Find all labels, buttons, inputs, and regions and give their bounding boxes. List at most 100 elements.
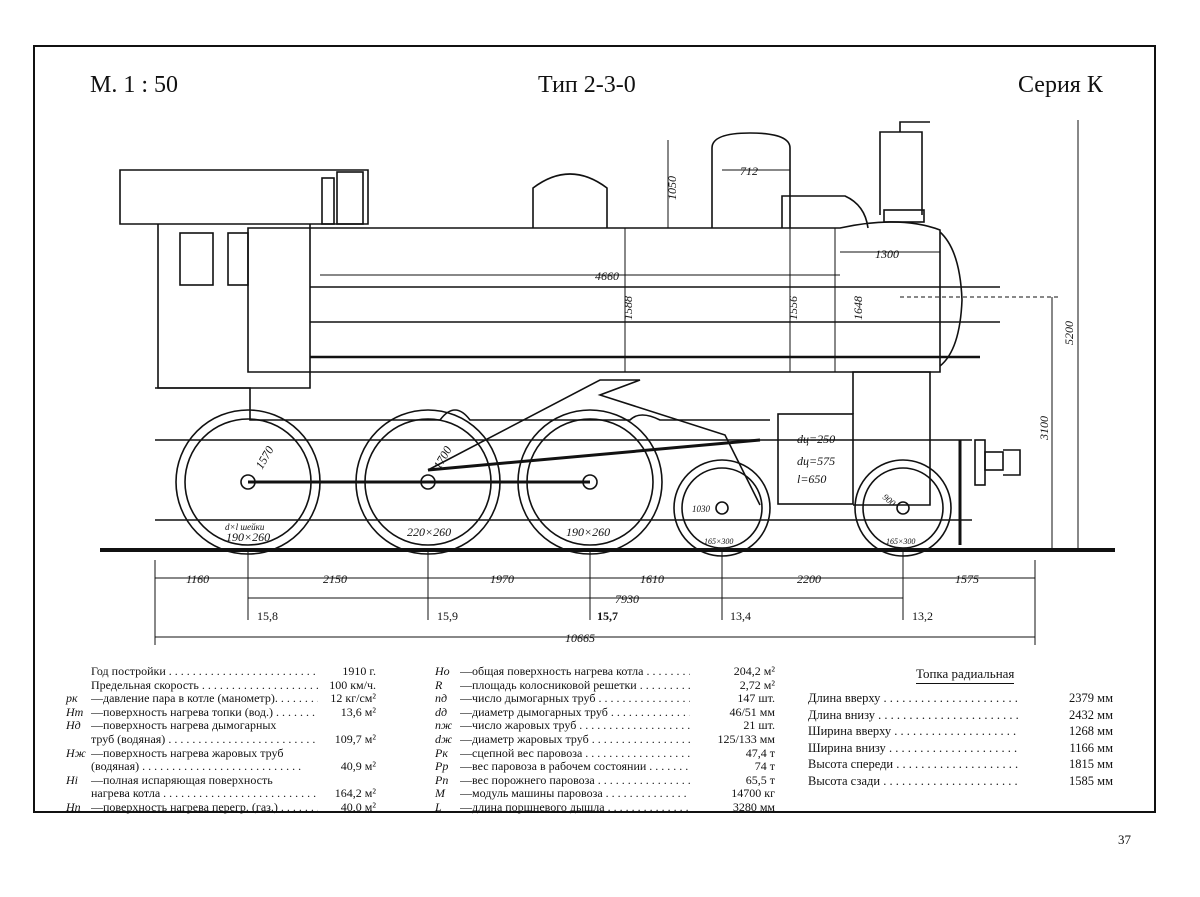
spec-row: Pк—сцепной вес паровоза47,4 т (435, 745, 775, 761)
spacing-1575: 1575 (955, 572, 979, 586)
spec-value: 47,4 т (745, 745, 775, 760)
spec-row: Длина вверху 2379 мм (808, 690, 1128, 707)
spec-value: 204,2 м² (733, 664, 775, 678)
spec-value (318, 774, 376, 788)
spec-label: —поверхность нагрева перегр. (газ.) (91, 801, 318, 815)
dim-900: 900 (881, 492, 898, 509)
cylinder (777, 413, 854, 505)
cab-body (157, 224, 311, 389)
spec-symbol: Hi (66, 772, 78, 787)
spec-label: Год постройки (91, 665, 318, 679)
spec-row: Hп—поверхность нагрева перегр. (газ.)40,… (66, 799, 376, 815)
spec-value: 74 т (754, 759, 775, 774)
specs-middle: Ho—общая поверхность нагрева котла204,2 … (435, 664, 775, 815)
spec-value: 1268 мм (1069, 724, 1113, 738)
spec-label: —поверхность нагрева жаровых труб (91, 746, 284, 760)
dim-4660: 4660 (595, 269, 619, 283)
axle-load-5: 13,2 (912, 609, 933, 623)
spec-label: —число дымогарных труб (460, 692, 690, 706)
dim-712: 712 (740, 164, 758, 178)
spec-symbol: Pк (435, 745, 448, 760)
spec-row: Длина внизу2432 мм (808, 707, 1128, 724)
spec-symbol: Pр (435, 759, 449, 774)
spec-row: Hi —полная испаряющая поверхность (66, 772, 376, 788)
spec-label: Высота спереди (808, 756, 1018, 773)
spec-value (318, 747, 376, 761)
dim-1570: 1570 (252, 444, 276, 472)
dim-1588: 1588 (621, 296, 635, 320)
spec-label: Длина вверху (808, 690, 1018, 707)
spec-row: Предельная скорость100 км/ч. (66, 678, 376, 693)
spec-value: 14700 кг (731, 786, 775, 801)
spec-value (318, 719, 376, 733)
scale-label: М. 1 : 50 (90, 72, 179, 98)
spec-label: —полная испаряющая поверхность (91, 773, 273, 787)
spec-row: L—длина поршневого дышла3280 мм (435, 799, 775, 815)
spec-value: 2379 мм (1069, 691, 1113, 705)
spec-label: Длина внизу (808, 707, 1018, 724)
page-number: 37 (1118, 832, 1131, 847)
spec-row: Pп—вес порожнего паровоза65,5 т (435, 772, 775, 788)
spec-symbol (66, 679, 91, 693)
spec-symbol (66, 787, 91, 801)
spec-label: Предельная скорость (91, 679, 318, 693)
spec-label: Ширина внизу (808, 740, 1018, 757)
spacing-2200: 2200 (797, 572, 821, 586)
spacing-1160: 1160 (186, 572, 209, 586)
spec-row: nж —число жаровых труб 21 шт. (435, 719, 775, 733)
spec-symbol: dд (435, 704, 448, 719)
spec-label: Ширина вверху (808, 723, 1018, 740)
spec-row: R—площадь колосниковой решетки2,72 м² (435, 678, 775, 693)
spec-value: 1815 мм (1069, 757, 1113, 771)
spec-value: 3280 мм (732, 799, 775, 814)
dim-1648: 1648 (851, 296, 865, 320)
firebox-title: Топка радиальная (916, 666, 1015, 684)
axle-load-1: 15,8 (257, 609, 278, 623)
spec-symbol: Hп (66, 799, 81, 814)
spec-label: —диаметр жаровых труб (460, 733, 690, 747)
spec-row: нагрева котла164,2 м² (66, 787, 376, 801)
dim-1556: 1556 (786, 296, 800, 320)
spec-symbol: Hт (66, 704, 84, 719)
spec-symbol: Hд (66, 718, 81, 733)
spec-row: (водяная)40,9 м² (66, 760, 376, 774)
spec-row: Год постройки1910 г. (66, 664, 376, 679)
wheelbase-7930: 7930 (615, 592, 639, 606)
spec-symbol: nж (435, 718, 453, 733)
spacing-1610: 1610 (640, 572, 664, 586)
spec-label: —давление пара в котле (манометр). (91, 692, 318, 706)
steam-dome (532, 173, 608, 228)
spec-value: 1166 мм (1069, 740, 1113, 755)
spec-row: pк—давление пара в котле (манометр).12 к… (66, 692, 376, 706)
spec-row: dд—диаметр дымогарных труб46/51 мм (435, 704, 775, 720)
cyl-d1: dц=250 (797, 432, 835, 446)
spec-symbol: pк (66, 691, 78, 706)
spec-row: Ширина вверху 1268 мм (808, 723, 1128, 740)
spec-value: 147 шт. (737, 691, 775, 706)
spec-symbol (66, 760, 91, 774)
spec-row: Высота спереди 1815 мм (808, 756, 1128, 773)
cyl-d2: dц=575 (797, 454, 835, 468)
spec-label: —модуль машины паровоза (460, 787, 690, 801)
spec-row: nд —число дымогарных труб 147 шт. (435, 692, 775, 706)
axle-load-2: 15,9 (437, 609, 458, 623)
specs-left: Год постройки1910 г.Предельная скорость1… (66, 664, 376, 815)
dim-1030: 1030 (692, 504, 711, 514)
spec-label: —число жаровых труб (460, 719, 690, 733)
spec-value: 21 шт. (743, 718, 775, 733)
spec-symbol (66, 733, 91, 747)
dim-3100: 3100 (1037, 416, 1051, 441)
spec-row: Ширина внизу 1166 мм (808, 740, 1128, 757)
spec-symbol: M (435, 786, 445, 801)
spec-label: —диаметр дымогарных труб (460, 706, 690, 720)
spec-row: M —модуль машины паровоза 14700 кг (435, 787, 775, 801)
series-label: Серия К (1018, 72, 1103, 98)
spec-row: Ho—общая поверхность нагрева котла204,2 … (435, 664, 775, 679)
spec-row: Высота сзади1585 мм (808, 773, 1128, 790)
spec-row: Pр—вес паровоза в рабочем состоянии74 т (435, 760, 775, 774)
spec-symbol: nд (435, 691, 448, 706)
spec-symbol: Pп (435, 772, 449, 787)
spec-value: 164,2 м² (334, 786, 376, 801)
spec-row: Hд—поверхность нагрева дымогарных (66, 719, 376, 733)
spec-label: (водяная) (91, 760, 318, 774)
